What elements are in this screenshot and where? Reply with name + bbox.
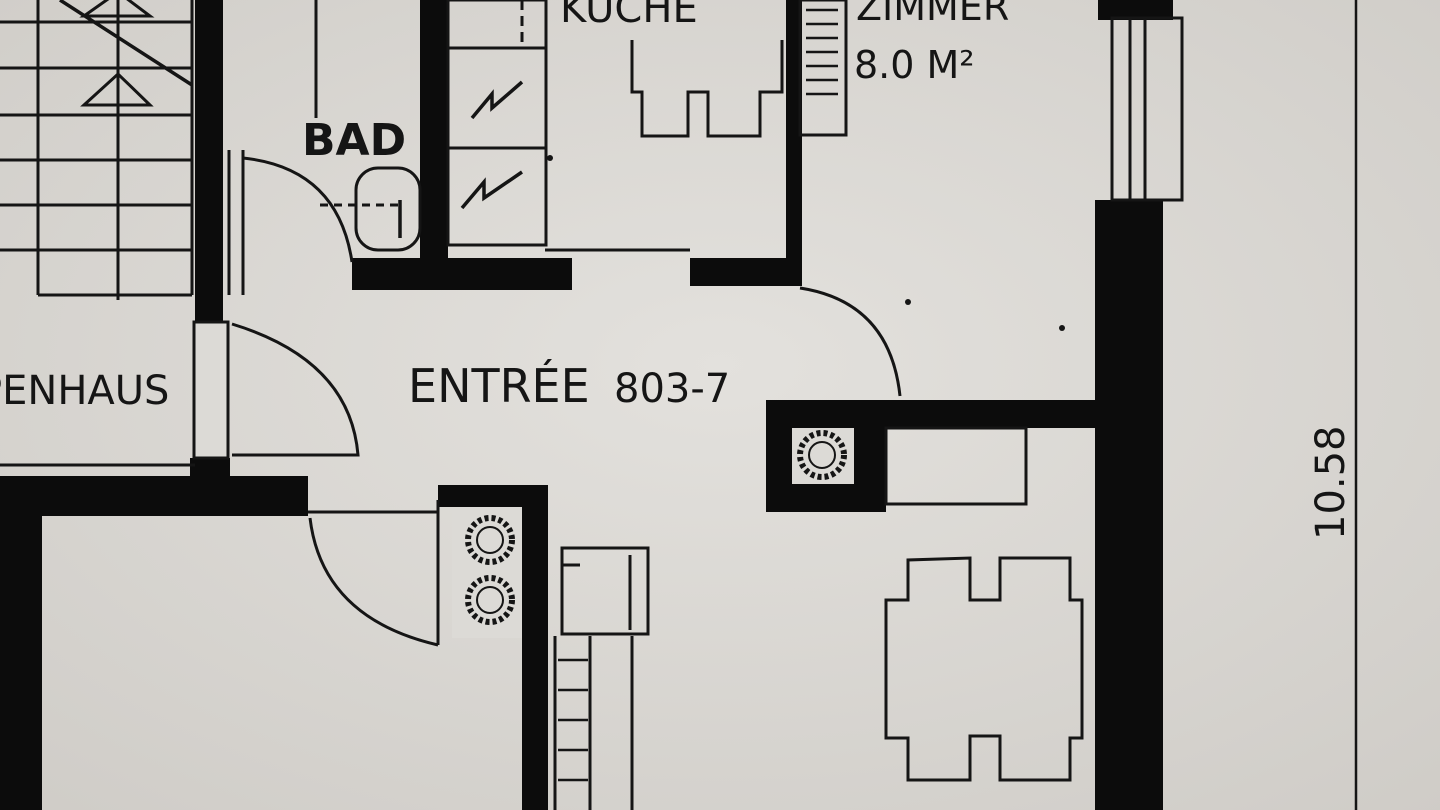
speck — [905, 299, 911, 305]
kitchen-table — [630, 40, 784, 138]
speck — [1059, 325, 1065, 331]
kitchen-label: KÜCHE — [560, 0, 698, 32]
entry-label: ENTRÉE — [408, 359, 590, 413]
speck — [547, 155, 553, 161]
arrow-up-icon — [80, 71, 154, 107]
room-door — [799, 286, 902, 397]
lightning-icon — [460, 170, 523, 210]
window — [1110, 16, 1184, 202]
fixtures — [0, 0, 1358, 810]
walls — [0, 0, 1173, 810]
dining-table — [884, 556, 1084, 782]
chimneys — [452, 428, 854, 638]
door-swings — [231, 156, 902, 647]
lightning-icon — [470, 80, 524, 120]
kitchen-shaft — [446, 0, 548, 247]
room-area-label: 8.0 M² — [854, 43, 975, 87]
cabinet — [884, 426, 1028, 506]
flue-icon — [797, 430, 847, 480]
washbasin — [354, 166, 422, 252]
stairwell-label: PENHAUS — [0, 368, 169, 414]
lower-door — [308, 517, 439, 647]
stairwell-door — [231, 322, 360, 457]
entry-code-label: 803-7 — [614, 366, 730, 412]
flue-icon — [465, 515, 515, 565]
flue-icon — [465, 575, 515, 625]
arrow-up-icon — [79, 0, 155, 18]
room-label: ZIMMER — [856, 0, 1009, 29]
bathroom-door — [242, 156, 354, 263]
bath-label: BAD — [302, 115, 406, 166]
staircase — [0, 0, 194, 300]
radiator — [798, 0, 848, 137]
dimension-label: 10.58 — [1308, 425, 1354, 540]
appliance — [560, 546, 650, 636]
